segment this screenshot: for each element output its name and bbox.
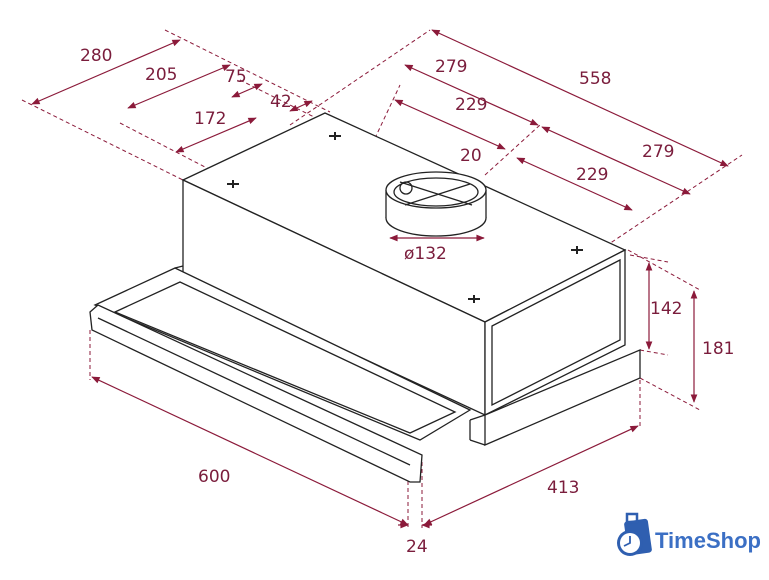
- dim-172: 172: [194, 109, 226, 129]
- timeshop-logo: TimeShop: [655, 528, 761, 553]
- dim-229-bottom: 229: [576, 165, 608, 185]
- dim-413: 413: [547, 478, 579, 498]
- dim-229-top: 229: [455, 95, 487, 115]
- dim-24: 24: [406, 537, 428, 557]
- dim-280: 280: [80, 46, 112, 66]
- dim-142: 142: [650, 299, 682, 319]
- dim-279-bottom: 279: [642, 142, 674, 162]
- dim-600: 600: [198, 467, 230, 487]
- dim-75: 75: [225, 67, 247, 87]
- clock-bag-icon: [617, 512, 652, 556]
- dim-duct-diameter: ø132: [404, 244, 447, 264]
- dim-279-top: 279: [435, 57, 467, 77]
- dim-20: 20: [460, 146, 482, 166]
- dimension-labels: 280 205 75 42 172 558 279 279 229 229 20…: [80, 46, 734, 557]
- dim-42: 42: [270, 92, 292, 112]
- hood-body: [89, 112, 641, 483]
- dim-205: 205: [145, 65, 177, 85]
- mounting-hole-icons: [227, 132, 583, 303]
- dimension-lines: [31, 29, 729, 529]
- dim-181: 181: [702, 339, 734, 359]
- dim-558: 558: [579, 69, 611, 89]
